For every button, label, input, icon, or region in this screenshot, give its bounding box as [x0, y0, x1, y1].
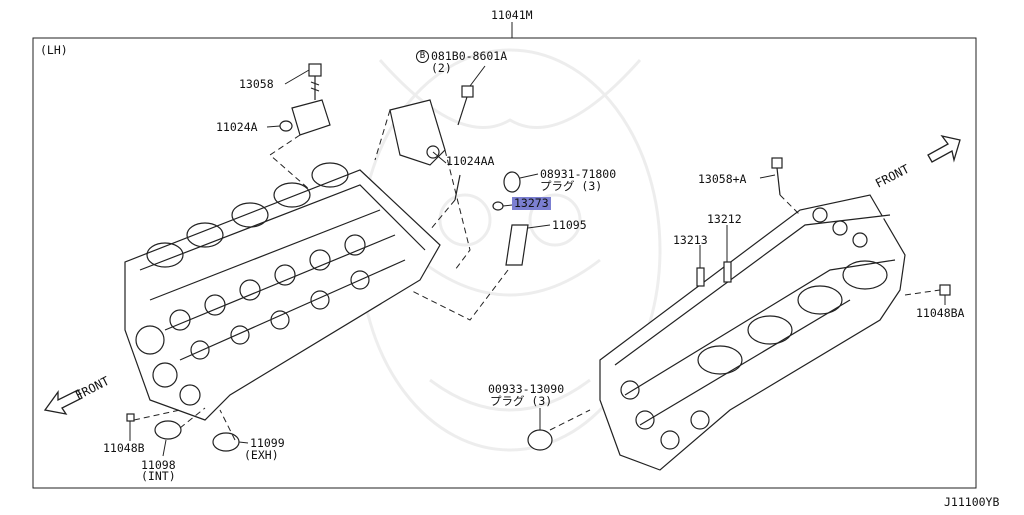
plug-00933	[527, 429, 553, 451]
part-11095[interactable]: 11095	[552, 218, 587, 232]
part-00933[interactable]: 00933-13090	[488, 382, 565, 396]
part-13058[interactable]: 13058	[239, 77, 274, 91]
bolt-081B0	[457, 85, 474, 126]
part-11098-int: (INT)	[141, 469, 176, 483]
diagram-id: J11100YB	[944, 495, 1000, 509]
nut-11048BA	[939, 284, 951, 296]
part-081B0[interactable]: 081B0-8601A	[431, 49, 508, 63]
bolt-13058A	[771, 157, 783, 196]
assembly-number: 11041M	[491, 8, 533, 22]
front-arrow-left	[43, 389, 83, 415]
front-label-left: FRONT	[73, 374, 112, 403]
dashed-leaders	[133, 109, 941, 441]
seal-11098	[154, 420, 182, 440]
leader-lines	[129, 65, 946, 457]
plug-08931	[503, 171, 521, 193]
bracket-11024AA	[389, 99, 446, 166]
part-11099-exh: (EXH)	[244, 448, 279, 462]
part-11048B[interactable]: 11048B	[103, 441, 145, 455]
part-11024AA[interactable]: 11024AA	[446, 154, 495, 168]
front-label-right: FRONT	[873, 162, 912, 191]
part-13058A[interactable]: 13058+A	[698, 172, 747, 186]
ring-13273	[492, 201, 504, 211]
sleeve-11095	[505, 224, 529, 266]
part-13273[interactable]: 13273	[512, 196, 551, 210]
part-081B0-qty: (2)	[431, 61, 452, 75]
part-13212[interactable]: 13212	[707, 212, 742, 226]
part-11024A[interactable]: 11024A	[216, 120, 258, 134]
seal-11099	[212, 432, 240, 452]
part-11048BA[interactable]: 11048BA	[916, 306, 965, 320]
part-11098[interactable]: 11098	[141, 458, 176, 472]
nut-11048B	[126, 413, 135, 422]
front-arrow-right	[927, 134, 961, 163]
part-08931-plug: プラグ (3)	[540, 179, 603, 193]
part-13213[interactable]: 13213	[673, 233, 708, 247]
pin-11024AA	[454, 174, 461, 201]
part-081B0-circle: B	[416, 50, 429, 63]
part-00933-plug: プラグ (3)	[490, 394, 553, 408]
right-cylinder-head	[599, 194, 906, 471]
part-11099[interactable]: 11099	[250, 436, 285, 450]
part-08931[interactable]: 08931-71800	[540, 167, 617, 181]
bracket-11024A	[279, 99, 331, 136]
left-cylinder-head	[124, 162, 441, 421]
pin-13213	[696, 267, 705, 287]
diagram-frame	[32, 37, 977, 489]
side-label: (LH)	[40, 43, 68, 57]
bolt-13058	[308, 63, 322, 100]
pin-13212	[723, 261, 732, 283]
watermark-logo	[358, 48, 662, 452]
